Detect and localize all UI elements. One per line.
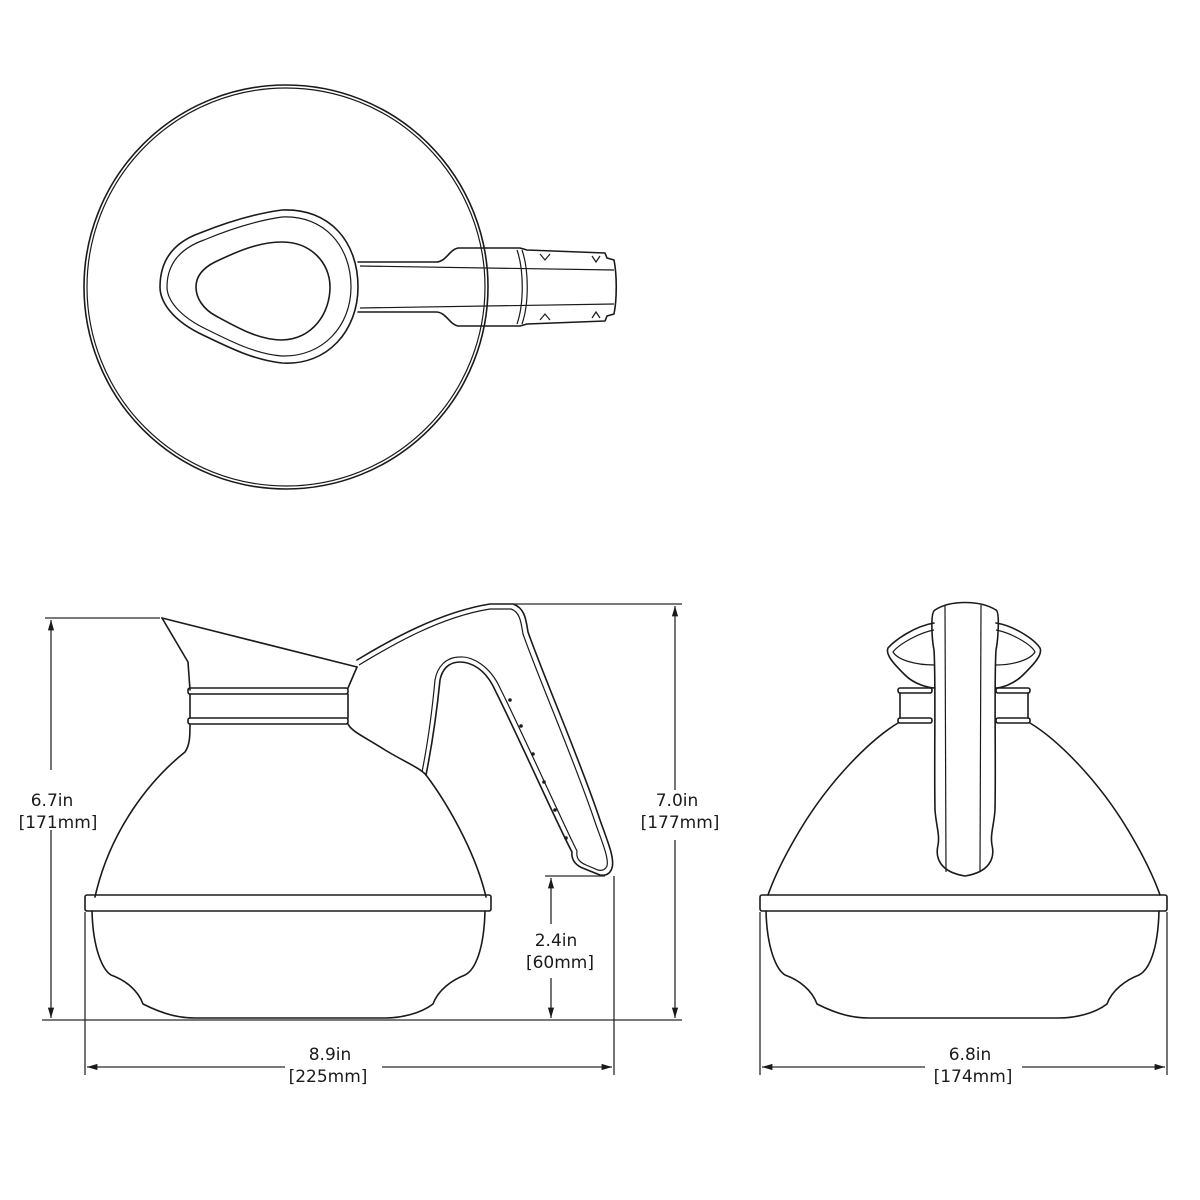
side-view bbox=[84, 603, 614, 1019]
side-body-height-in: 6.7in bbox=[31, 791, 74, 811]
dimension-side-body-height: 6.7in [171mm] bbox=[19, 617, 160, 1021]
handle-clearance-mm: [60mm] bbox=[526, 953, 594, 973]
dimension-front-width: 6.8in [174mm] bbox=[759, 912, 1168, 1087]
front-width-in: 6.8in bbox=[949, 1045, 992, 1065]
side-width-mm: [225mm] bbox=[289, 1067, 368, 1087]
dimension-side-overall-height: 7.0in [177mm] bbox=[90, 603, 720, 1021]
front-width-mm: [174mm] bbox=[934, 1067, 1013, 1087]
grip-dots-icon bbox=[508, 698, 568, 840]
handle-clearance-in: 2.4in bbox=[535, 931, 578, 951]
side-width-in: 8.9in bbox=[309, 1045, 352, 1065]
front-view bbox=[759, 601, 1168, 1019]
side-body-height-mm: [171mm] bbox=[19, 813, 98, 833]
side-overall-height-mm: [177mm] bbox=[641, 813, 720, 833]
side-overall-height-in: 7.0in bbox=[656, 791, 699, 811]
dimension-handle-clearance: 2.4in [60mm] bbox=[526, 875, 615, 1075]
top-view bbox=[83, 84, 618, 490]
dimension-side-width: 8.9in [225mm] bbox=[84, 912, 612, 1087]
